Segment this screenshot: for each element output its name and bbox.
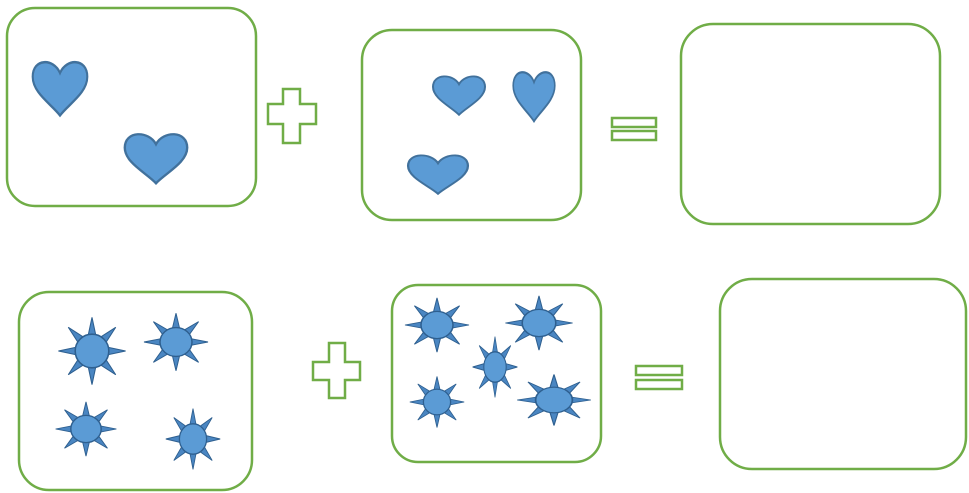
answer-box-suns: [718, 277, 968, 471]
sun-icon: [409, 376, 465, 428]
plus-sign: [266, 87, 318, 145]
equals-sign: [610, 116, 658, 142]
sun-icon: [58, 317, 126, 385]
sun-icon: [517, 374, 591, 426]
sun-icon: [55, 401, 117, 457]
plus-sign: [311, 341, 362, 400]
equals-sign: [634, 364, 684, 391]
left-box-hearts: [5, 6, 258, 208]
sun-icon: [472, 336, 518, 398]
right-box-hearts: [360, 28, 583, 222]
sun-icon: [165, 408, 221, 470]
left-box-suns: [17, 290, 254, 492]
sun-icon: [505, 295, 573, 351]
sun-icon: [404, 297, 470, 353]
row-hearts: [5, 6, 942, 226]
answer-box-hearts: [679, 22, 942, 226]
sun-icon: [143, 313, 209, 371]
row-suns: [17, 277, 968, 492]
